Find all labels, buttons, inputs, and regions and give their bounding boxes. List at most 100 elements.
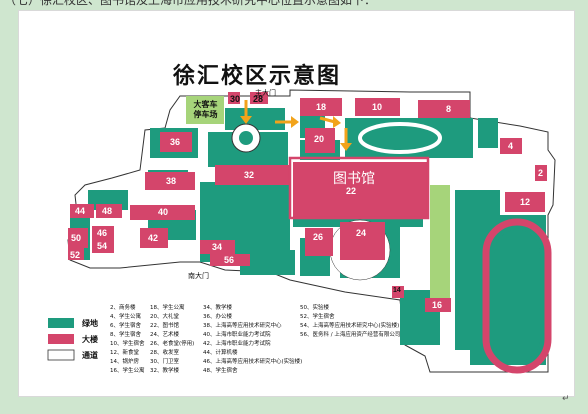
- building-20: [305, 128, 335, 153]
- sports-field: [430, 185, 450, 305]
- building-label-46: 46: [97, 228, 108, 238]
- building-18: [300, 98, 342, 116]
- index-entry: 16、学生公寓: [110, 368, 145, 374]
- route-arrowhead: [240, 116, 252, 124]
- building-label-18: 18: [316, 102, 327, 112]
- index-entry: 44、计算机楼: [203, 350, 238, 356]
- building-12: [505, 192, 545, 212]
- building-label-50: 50: [71, 233, 82, 243]
- building-50: [68, 228, 88, 248]
- building-label-12: 12: [520, 197, 531, 207]
- building-4: [500, 138, 522, 154]
- building-label-42: 42: [148, 233, 159, 243]
- index-entry: 4、学生公寓: [110, 314, 141, 320]
- building-10: [355, 98, 400, 116]
- index-entry: 22、图书馆: [150, 323, 179, 329]
- building-32: [215, 165, 290, 185]
- building-22: [293, 162, 428, 217]
- building-label-16: 16: [432, 300, 443, 310]
- building-label-10: 10: [372, 102, 383, 112]
- building-52: [68, 248, 84, 260]
- building-24: [340, 222, 385, 260]
- track-field: [494, 230, 540, 362]
- parking-lot: [186, 96, 224, 124]
- building-label-32: 32: [244, 170, 255, 180]
- building-48: [96, 204, 122, 218]
- index-entry: 34、教学楼: [203, 305, 232, 311]
- index-entry: 42、上海市职业能力考试院: [203, 341, 271, 347]
- route-arrowhead: [291, 116, 299, 128]
- index-entry: 30、门卫室: [150, 359, 179, 365]
- legend-swatch-green: [48, 318, 74, 328]
- building-label-22: 22: [346, 186, 357, 196]
- building-16: [425, 298, 451, 312]
- building-label-54: 54: [97, 241, 108, 251]
- building-44: [70, 204, 94, 218]
- index-entry: 50、实验楼: [300, 305, 329, 311]
- building-label-52: 52: [70, 250, 81, 260]
- index-entry: 26、老食堂(停用): [150, 341, 195, 347]
- running-track: [482, 218, 552, 374]
- building-34: [200, 240, 235, 254]
- building-label-30: 30: [230, 94, 241, 104]
- legend-label-pink: 大楼: [82, 335, 98, 344]
- index-entry: 32、教学楼: [150, 368, 179, 374]
- small-building-label: 教学楼: [118, 238, 132, 243]
- building-56: [210, 254, 250, 266]
- document-caption: （七）徐汇校区、图书馆及上海市应用技术研究中心位置示意图如下：: [4, 0, 377, 7]
- index-entry: 56、医务科 / 上海应用资产经营有限公司: [300, 332, 401, 338]
- building-label-2: 2: [538, 168, 544, 178]
- library-label: 图书馆: [333, 171, 375, 187]
- index-entry: 48、学生宿舍: [203, 368, 238, 374]
- index-entry: 8、学生宿舍: [110, 332, 141, 338]
- legend-swatch-white: [47, 349, 75, 361]
- index-entry: 14、锅炉房: [110, 359, 139, 365]
- route-arrowhead: [333, 116, 341, 128]
- building-46: [92, 226, 114, 240]
- building-label-20: 20: [314, 134, 325, 144]
- index-entry: 24、艺术楼: [150, 332, 179, 338]
- index-entry: 20、大礼堂: [150, 314, 179, 320]
- building-40: [130, 205, 195, 220]
- legend-label-green: 绿地: [82, 319, 98, 328]
- building-label-8: 8: [446, 104, 452, 114]
- index-entry: 2、商务楼: [110, 305, 136, 311]
- building-42: [140, 228, 168, 248]
- building-label-38: 38: [166, 176, 177, 186]
- index-entry: 52、学生宿舍: [300, 314, 335, 320]
- index-entry: 12、新食堂: [110, 350, 139, 356]
- building-2: [535, 165, 547, 181]
- legend-swatch-pink: [48, 334, 74, 344]
- map-title: 徐汇校区示意图: [173, 63, 342, 89]
- building-30: [228, 92, 240, 104]
- building-label-34: 34: [212, 242, 223, 252]
- green-area: [478, 118, 498, 148]
- building-26: [305, 228, 333, 256]
- building-label-4: 4: [508, 141, 514, 151]
- index-entry: 10、学生宿舍: [110, 341, 145, 347]
- library-highlight: [288, 156, 430, 220]
- building-36: [160, 132, 192, 152]
- building-54: [92, 240, 114, 253]
- oval-path: [358, 122, 442, 154]
- green-area: [225, 108, 285, 130]
- index-entry: 28、收发室: [150, 350, 179, 356]
- index-entry: 36、办公楼: [203, 314, 232, 320]
- roundabout: [239, 131, 253, 145]
- north-gate-label: 主大门: [255, 89, 276, 97]
- building-8: [418, 100, 470, 118]
- building-label-48: 48: [102, 206, 113, 216]
- building-label-14: 14: [393, 287, 401, 294]
- index-entry: 6、学生宿舍: [110, 323, 141, 329]
- index-entry: 18、学生公寓: [150, 305, 185, 311]
- building-14: [392, 286, 404, 298]
- index-entry: 38、上海高等应用技术研究中心: [203, 323, 282, 329]
- parking-label: 大客车 停车场: [193, 100, 218, 119]
- paragraph-mark-icon: ↵: [562, 394, 570, 404]
- building-38: [145, 172, 195, 190]
- south-gate-label: 南大门: [188, 272, 209, 280]
- building-label-36: 36: [170, 137, 181, 147]
- route-arrow: [319, 116, 336, 124]
- index-entry: 40、上海市职业能力考试院: [203, 332, 271, 338]
